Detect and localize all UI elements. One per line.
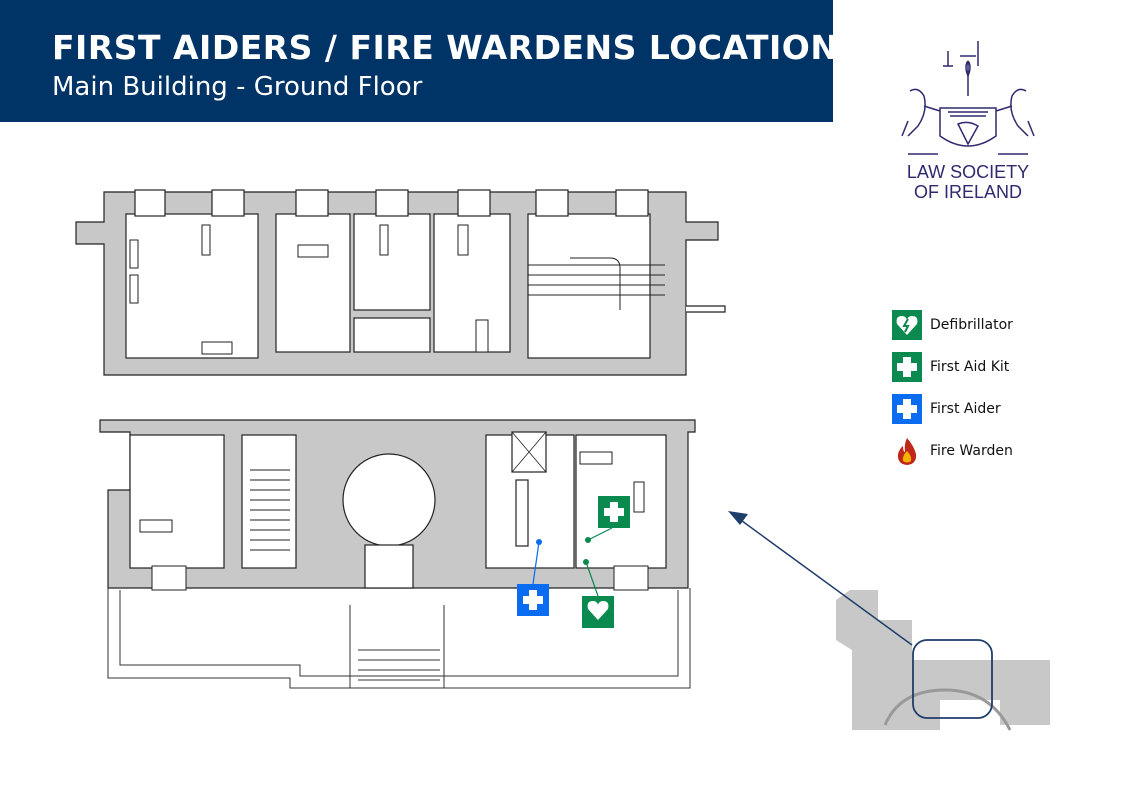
- legend-item-defibrillator: Defibrillator: [892, 310, 1013, 340]
- legend-item-fire-warden: Fire Warden: [892, 436, 1013, 466]
- lower-wing: [99, 419, 696, 591]
- coat-of-arms-icon: [901, 41, 1035, 155]
- logo-text-line2: OF IRELAND: [913, 182, 1023, 202]
- legend-label: First Aid Kit: [930, 359, 1010, 375]
- fire-icon: [897, 438, 917, 465]
- first-aider-marker[interactable]: [517, 539, 549, 616]
- law-society-logo: LAW SOCIETY OF IRELAND: [888, 36, 1048, 206]
- site-minimap: [728, 511, 1050, 731]
- legend-item-first-aider: First Aider: [892, 394, 1001, 424]
- location-highlight: [912, 639, 993, 719]
- upper-wing: [75, 189, 726, 376]
- legend-label: Fire Warden: [930, 443, 1013, 459]
- legend-item-first-aid-kit: First Aid Kit: [892, 352, 1009, 382]
- pointer-arrow: [737, 517, 913, 646]
- header-banner: FIRST AIDERS / FIRE WARDENS LOCATION Mai…: [0, 0, 838, 122]
- legend-label: Defibrillator: [930, 317, 1013, 333]
- legend-label: First Aider: [930, 401, 1001, 417]
- terrace: [107, 588, 691, 689]
- page-subtitle: Main Building - Ground Floor: [52, 72, 423, 102]
- first-aider-icon: [892, 394, 922, 424]
- first-aid-kit-marker[interactable]: [585, 496, 630, 543]
- logo-text-line1: LAW SOCIETY: [906, 162, 1030, 182]
- defibrillator-marker[interactable]: [582, 559, 614, 628]
- defibrillator-icon: [892, 310, 922, 340]
- first-aid-kit-icon: [892, 352, 922, 382]
- page-title: FIRST AIDERS / FIRE WARDENS LOCATION: [52, 28, 839, 67]
